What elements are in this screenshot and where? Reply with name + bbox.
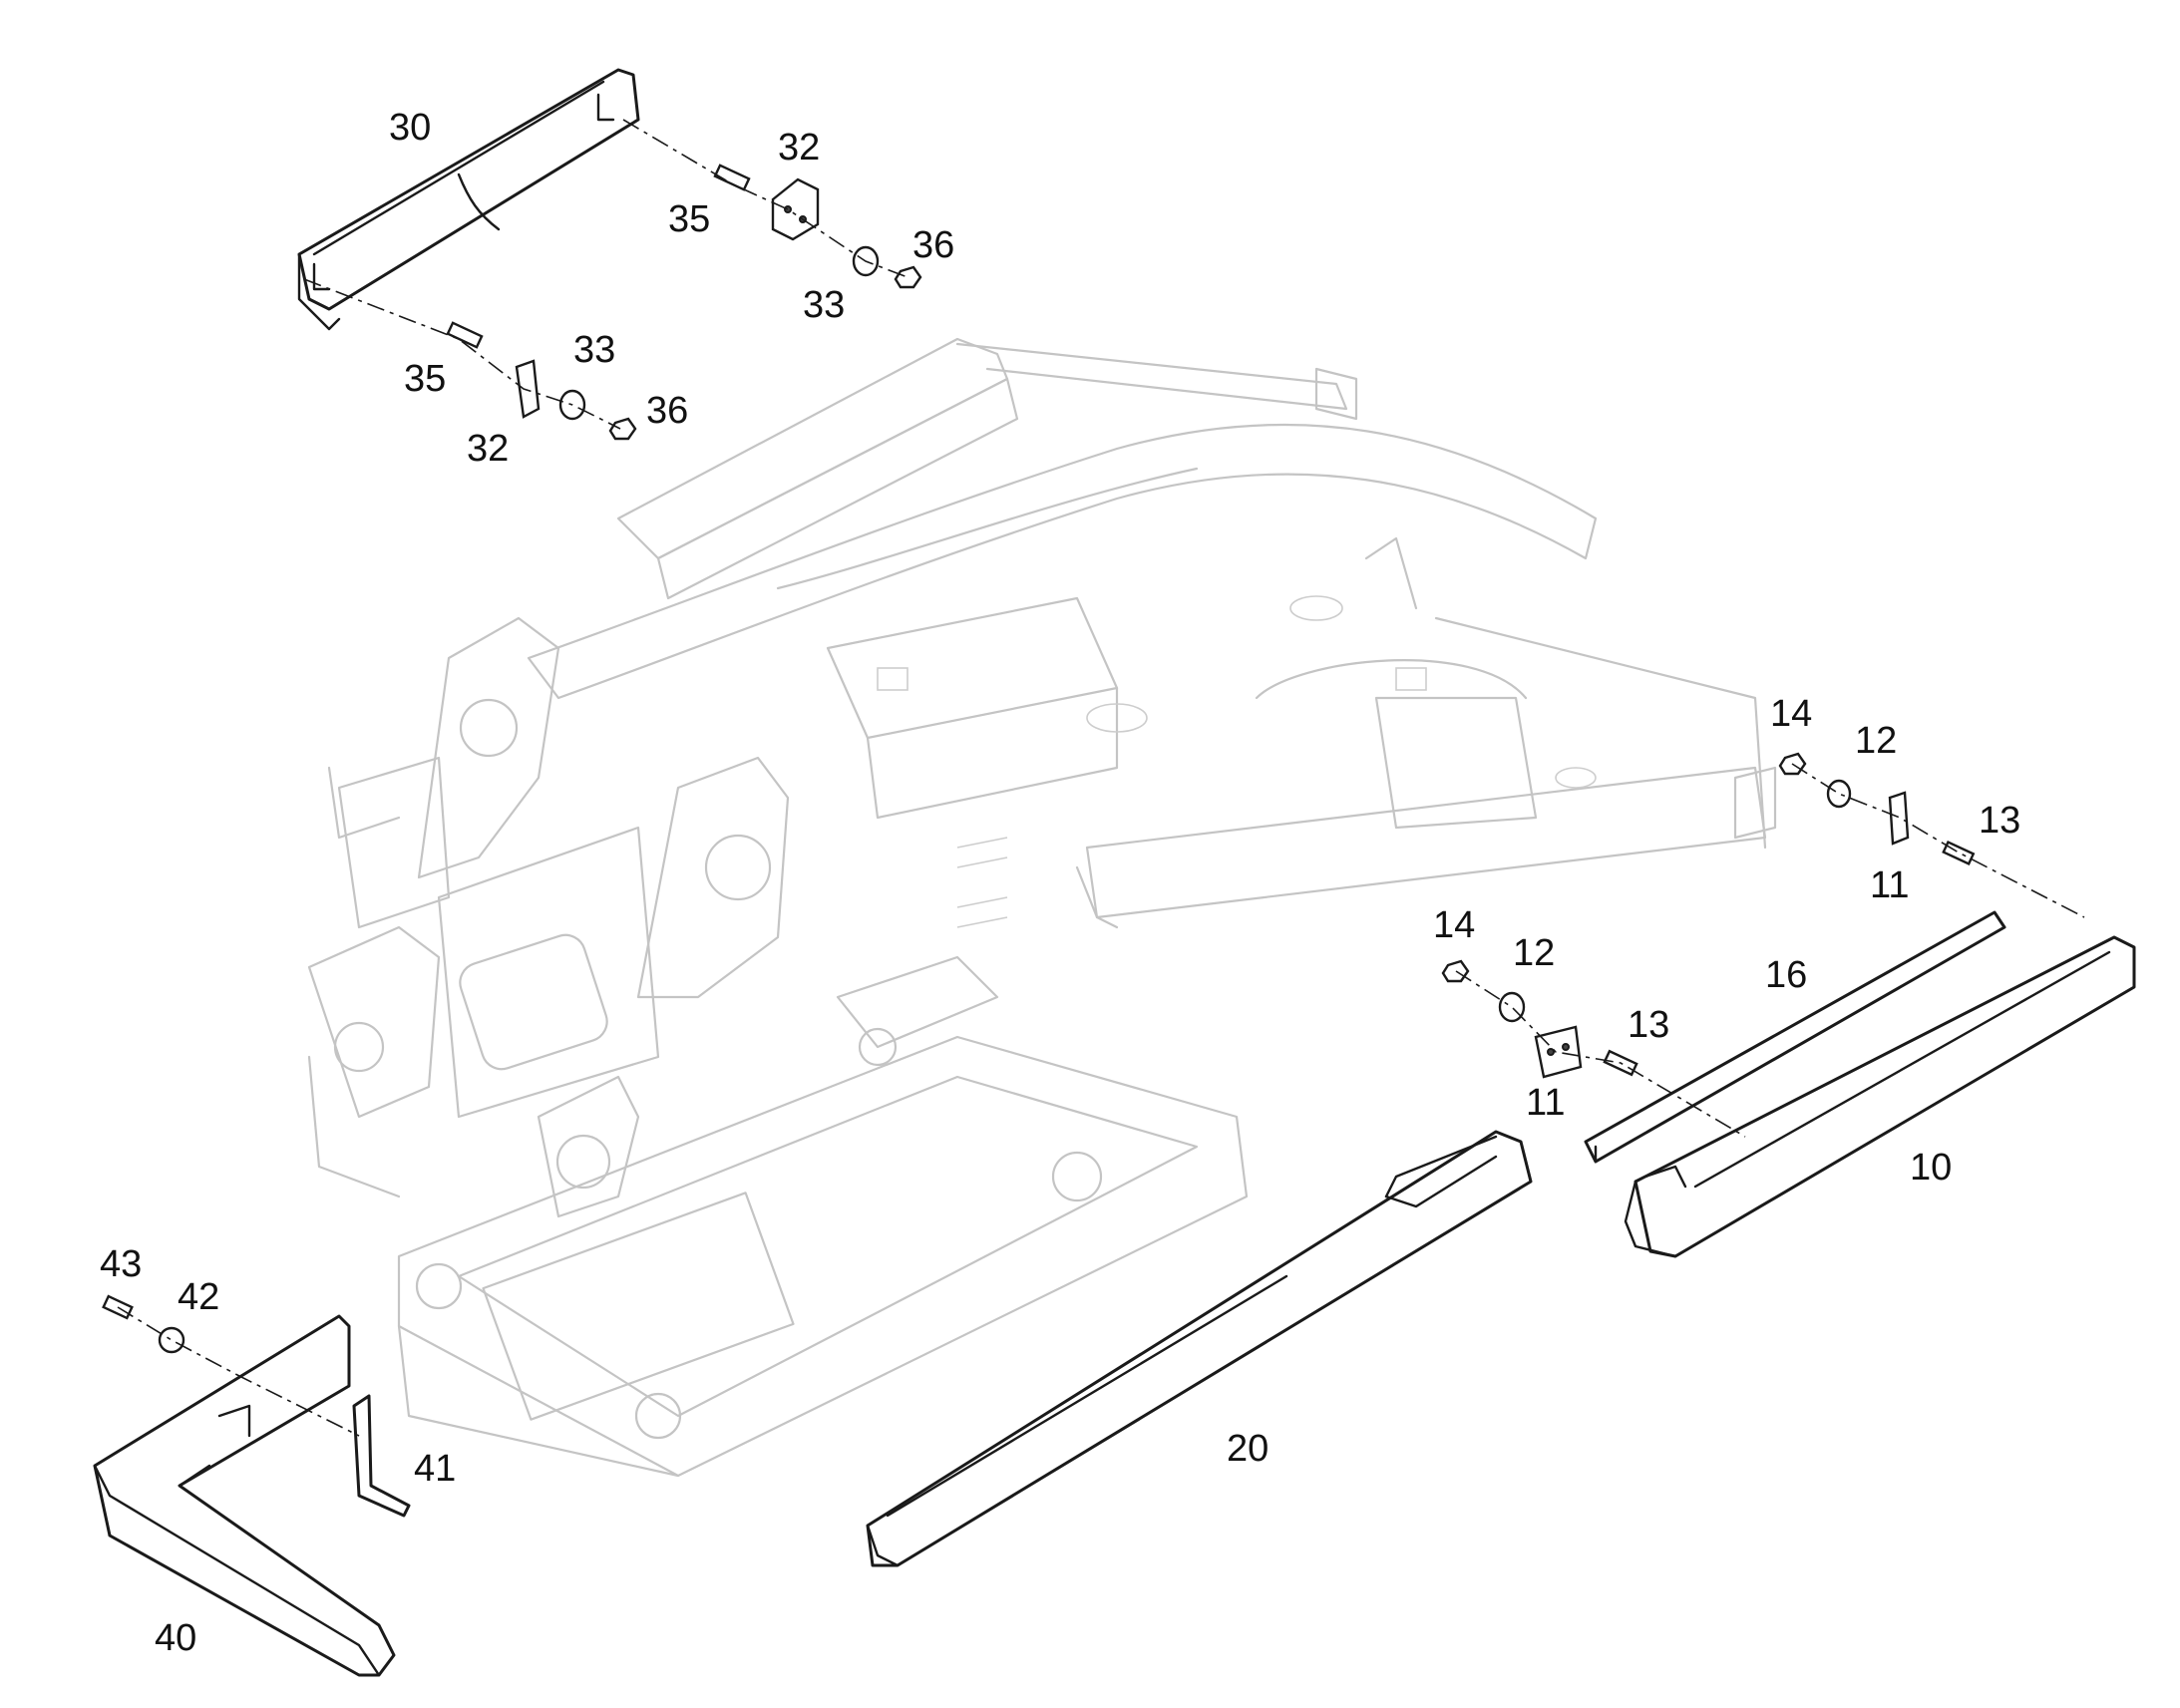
part-20-rail <box>866 1130 1533 1567</box>
callout-42: 42 <box>178 1276 219 1318</box>
callout-33-top: 33 <box>803 284 845 326</box>
callout-20: 20 <box>1227 1428 1269 1470</box>
callout-35-left: 35 <box>404 358 446 400</box>
callout-36-left: 36 <box>646 390 688 432</box>
callout-32-left: 32 <box>467 428 509 470</box>
part-41-bracket <box>352 1394 411 1518</box>
part-40-cover <box>93 1314 396 1677</box>
part-10-rail <box>1624 935 2136 1258</box>
callout-14-lower: 14 <box>1433 904 1475 946</box>
part-16-strip <box>1584 910 2006 1164</box>
callout-11-upper: 11 <box>1870 864 1909 906</box>
callout-33-left: 33 <box>573 329 615 371</box>
callout-32-top: 32 <box>778 127 820 169</box>
callout-13-lower: 13 <box>1628 1004 1669 1046</box>
callout-16: 16 <box>1765 954 1807 996</box>
callout-36-top: 36 <box>912 224 954 266</box>
callout-40: 40 <box>155 1617 196 1659</box>
callout-30: 30 <box>389 107 431 149</box>
callout-12-lower: 12 <box>1513 932 1555 974</box>
callout-14-upper: 14 <box>1770 693 1812 735</box>
machine-frame <box>307 337 1777 1478</box>
callout-43: 43 <box>100 1243 142 1285</box>
callout-12-upper: 12 <box>1855 720 1897 762</box>
leader-lines <box>117 119 2085 1437</box>
callout-41: 41 <box>414 1448 456 1490</box>
callout-13-upper: 13 <box>1979 800 2020 842</box>
callout-11-lower: 11 <box>1526 1082 1565 1124</box>
part-30-cover <box>297 68 640 331</box>
callout-10: 10 <box>1910 1147 1952 1189</box>
callout-35-top: 35 <box>668 198 710 240</box>
callout-labels: 30 32 35 36 33 33 35 36 32 14 12 13 11 1… <box>100 107 2020 1659</box>
